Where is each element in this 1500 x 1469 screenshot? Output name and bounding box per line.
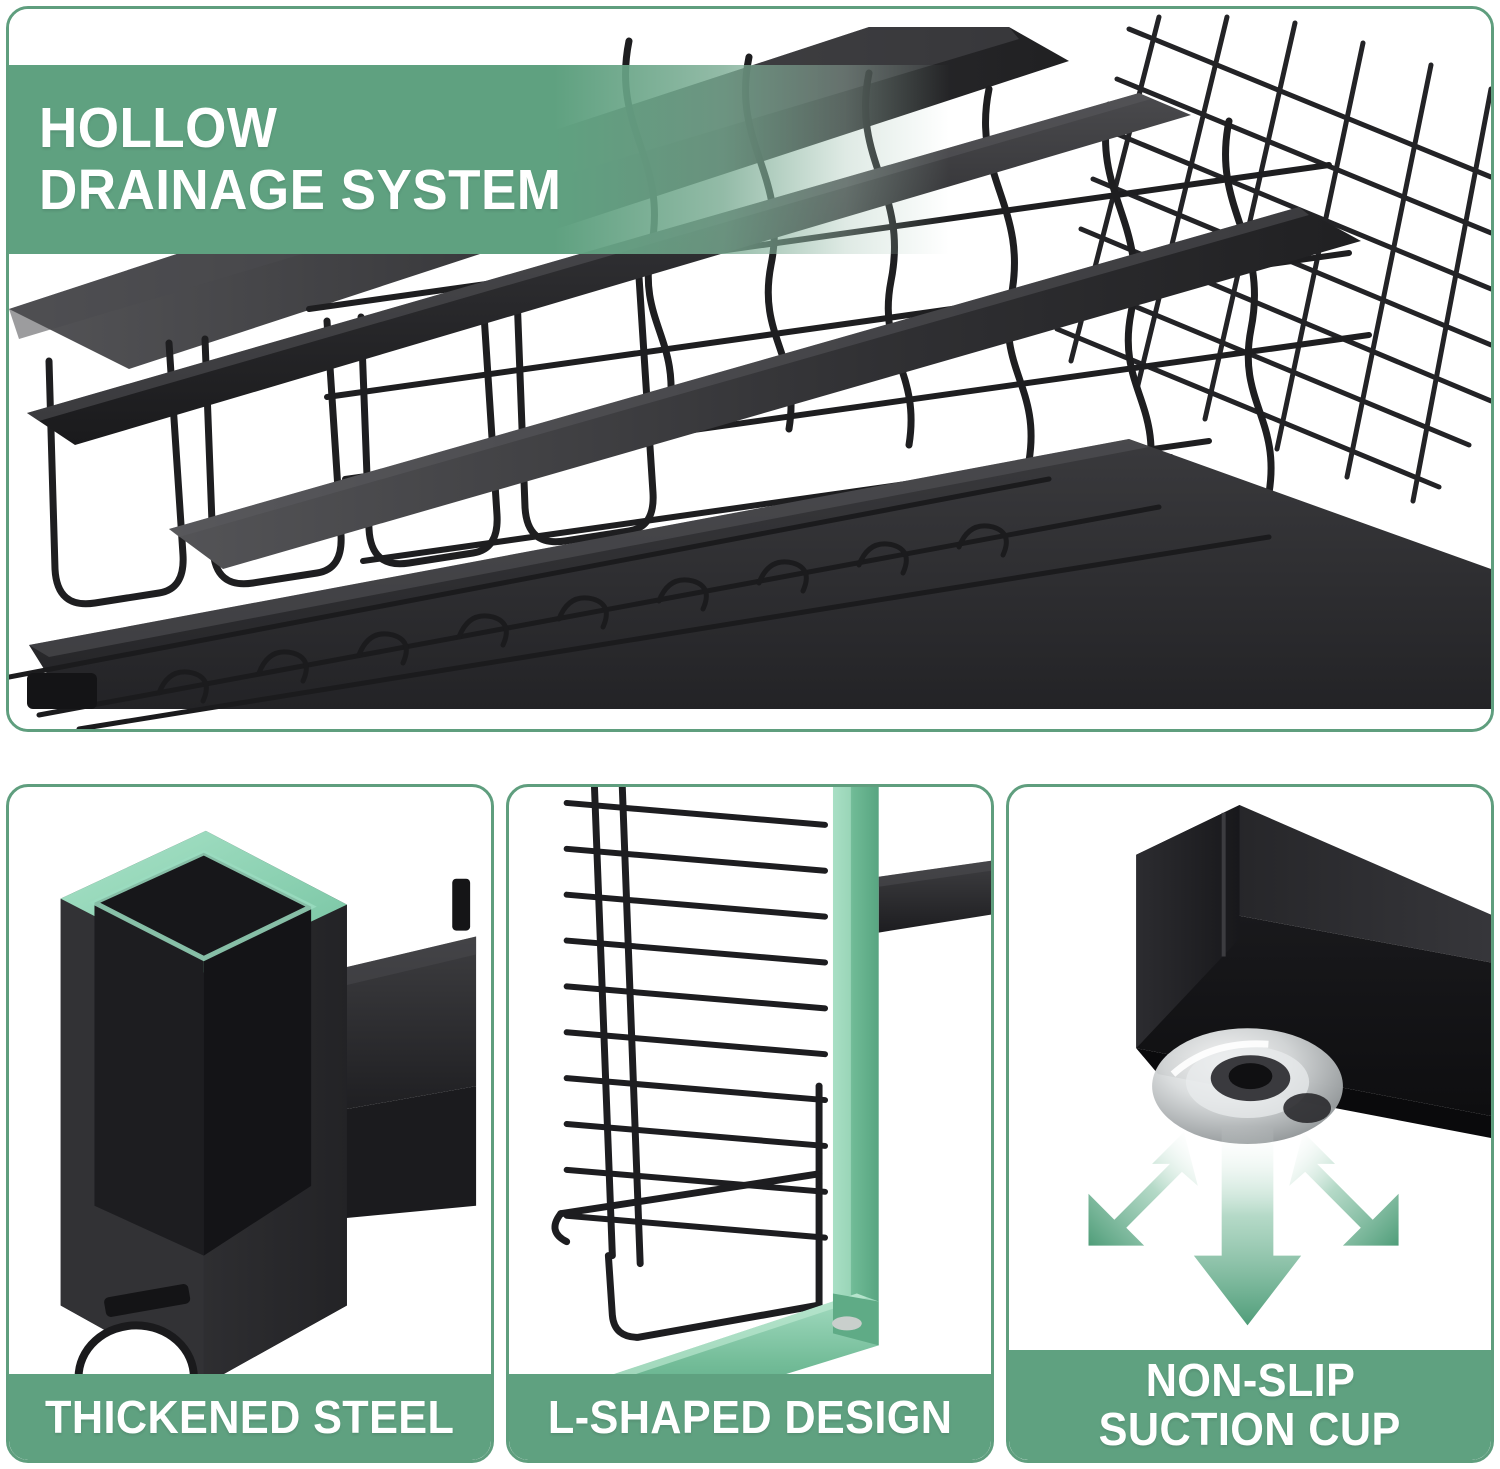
caption-line: L-SHAPED DESIGN bbox=[547, 1390, 953, 1443]
hero-title-line-2: DRAINAGE SYSTEM bbox=[39, 157, 562, 222]
caption-thickened-steel: THICKENED STEEL bbox=[9, 1374, 491, 1460]
caption-line: NON-SLIP bbox=[1145, 1354, 1355, 1407]
feature-card-non-slip-suction-cup: NON-SLIP SUCTION CUP bbox=[1006, 784, 1494, 1463]
l-shaped-design-photo bbox=[509, 787, 991, 1460]
feature-card-thickened-steel: THICKENED STEEL bbox=[6, 784, 494, 1463]
caption-line: THICKENED STEEL bbox=[45, 1390, 455, 1443]
hero-banner: HOLLOW DRAINAGE SYSTEM bbox=[9, 65, 949, 254]
suction-cup-photo bbox=[1009, 787, 1491, 1460]
force-arrows bbox=[1088, 1125, 1399, 1326]
caption-l-shaped-design: L-SHAPED DESIGN bbox=[509, 1374, 991, 1460]
l-frame-illustration bbox=[551, 787, 991, 1441]
drip-tray bbox=[29, 439, 1491, 709]
hero-panel: HOLLOW DRAINAGE SYSTEM bbox=[6, 6, 1494, 732]
suction-cup-illustration bbox=[1088, 804, 1491, 1326]
caption-non-slip-suction-cup: NON-SLIP SUCTION CUP bbox=[1009, 1350, 1491, 1460]
hollow-tube-illustration bbox=[60, 830, 477, 1434]
hero-title-line-1: HOLLOW bbox=[39, 95, 278, 160]
caption-line: SUCTION CUP bbox=[1098, 1403, 1402, 1455]
feature-cards: THICKENED STEEL bbox=[6, 784, 1494, 1463]
feature-card-l-shaped-design: L-SHAPED DESIGN bbox=[506, 784, 994, 1463]
thickened-steel-photo bbox=[9, 787, 491, 1460]
